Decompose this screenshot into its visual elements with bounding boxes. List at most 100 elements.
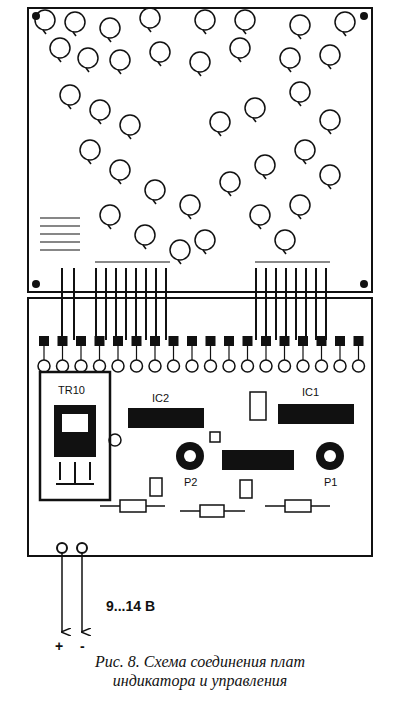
resistor-lead bbox=[117, 346, 118, 360]
ic-chip bbox=[222, 450, 294, 470]
passive-components bbox=[100, 432, 330, 517]
resistor-pad bbox=[38, 360, 50, 372]
led bbox=[290, 15, 310, 35]
part-label: IC1 bbox=[300, 386, 321, 399]
resistor-lead bbox=[80, 346, 81, 360]
led bbox=[335, 12, 355, 32]
led bbox=[100, 205, 120, 225]
indicator-board bbox=[28, 8, 372, 292]
figure-caption: Рис. 8. Схема соединения плат индикатора… bbox=[75, 652, 325, 690]
resistor-pad bbox=[316, 360, 328, 372]
led bbox=[150, 42, 170, 62]
pad bbox=[317, 336, 327, 346]
led bbox=[295, 140, 315, 160]
led-lead bbox=[328, 65, 331, 69]
led bbox=[210, 112, 230, 132]
interconnect-wire bbox=[125, 268, 127, 340]
resistor-pad bbox=[242, 360, 254, 372]
interconnect-wire bbox=[315, 268, 317, 340]
led-lead bbox=[88, 160, 91, 164]
led-lead bbox=[298, 215, 301, 219]
pad bbox=[354, 336, 364, 346]
polarity-label: + bbox=[53, 640, 65, 653]
led-lead bbox=[128, 135, 131, 139]
led bbox=[280, 48, 300, 68]
resistor-lead bbox=[321, 346, 322, 360]
pad bbox=[261, 336, 271, 346]
resistor-lead bbox=[173, 346, 174, 360]
led bbox=[120, 115, 140, 135]
polarity-label: - bbox=[78, 640, 87, 653]
led-lead bbox=[58, 58, 61, 62]
led-lead bbox=[86, 68, 89, 72]
pad bbox=[132, 336, 142, 346]
interconnect-wire bbox=[285, 268, 287, 340]
mount-hole bbox=[360, 280, 368, 288]
interconnect-wire bbox=[95, 268, 97, 340]
interconnect-wire bbox=[325, 268, 327, 340]
board-interconnect bbox=[62, 268, 326, 340]
ic-chip bbox=[278, 404, 354, 424]
led-lead bbox=[263, 175, 266, 179]
resistor-lead bbox=[191, 346, 192, 360]
pad bbox=[206, 336, 216, 346]
resistor-lead bbox=[358, 346, 359, 360]
led-lead bbox=[158, 62, 161, 66]
led-lead bbox=[228, 192, 231, 196]
mount-hole bbox=[32, 12, 40, 20]
resistor-lead bbox=[265, 346, 266, 360]
resistor-lead bbox=[43, 346, 44, 360]
led bbox=[290, 82, 310, 102]
resistor-pad bbox=[131, 360, 143, 372]
supply-arrow bbox=[81, 553, 83, 632]
interconnect-wire bbox=[145, 268, 147, 340]
part-label: P1 bbox=[322, 476, 339, 489]
led bbox=[320, 45, 340, 65]
led bbox=[230, 38, 250, 58]
led-lead bbox=[298, 35, 301, 39]
led-lead bbox=[238, 58, 241, 62]
resistor-lead bbox=[247, 346, 248, 360]
voltage-label: 9...14 В bbox=[104, 600, 157, 613]
resistor-pad bbox=[223, 360, 235, 372]
heatsink bbox=[40, 372, 110, 500]
led-group bbox=[35, 8, 355, 264]
resistor-pad bbox=[186, 360, 198, 372]
led bbox=[235, 10, 255, 30]
resistor-lead bbox=[99, 346, 100, 360]
pad bbox=[280, 336, 290, 346]
led-lead bbox=[108, 225, 111, 229]
supply-arrow bbox=[61, 553, 63, 632]
resistor-pad bbox=[149, 360, 161, 372]
pad bbox=[187, 336, 197, 346]
interconnect-wire bbox=[305, 268, 307, 340]
pad-row bbox=[38, 336, 365, 372]
led-lead bbox=[153, 200, 156, 204]
pad bbox=[150, 336, 160, 346]
led-lead bbox=[253, 118, 256, 122]
led-lead bbox=[73, 32, 76, 36]
led-lead bbox=[283, 250, 286, 254]
resistor-pad bbox=[260, 360, 272, 372]
interconnect-wire bbox=[61, 268, 63, 340]
interconnect-wire bbox=[275, 268, 277, 340]
led bbox=[195, 10, 215, 30]
part-label: P2 bbox=[182, 476, 199, 489]
led bbox=[90, 100, 110, 120]
led bbox=[190, 52, 210, 72]
supply-terminal bbox=[77, 543, 87, 553]
led bbox=[180, 195, 200, 215]
resistor-lead bbox=[302, 346, 303, 360]
led-lead bbox=[68, 105, 71, 109]
interconnect-wire bbox=[165, 268, 167, 340]
mount-hole bbox=[360, 12, 368, 20]
resistor-pad bbox=[94, 360, 106, 372]
small-component bbox=[250, 392, 266, 420]
trimmer-potentiometer bbox=[316, 442, 344, 470]
resistor-lead bbox=[210, 346, 211, 360]
interconnect-wire bbox=[155, 268, 157, 340]
pad bbox=[76, 336, 86, 346]
led bbox=[250, 205, 270, 225]
trimmer-slot bbox=[184, 450, 196, 462]
resistor-lead bbox=[228, 346, 229, 360]
